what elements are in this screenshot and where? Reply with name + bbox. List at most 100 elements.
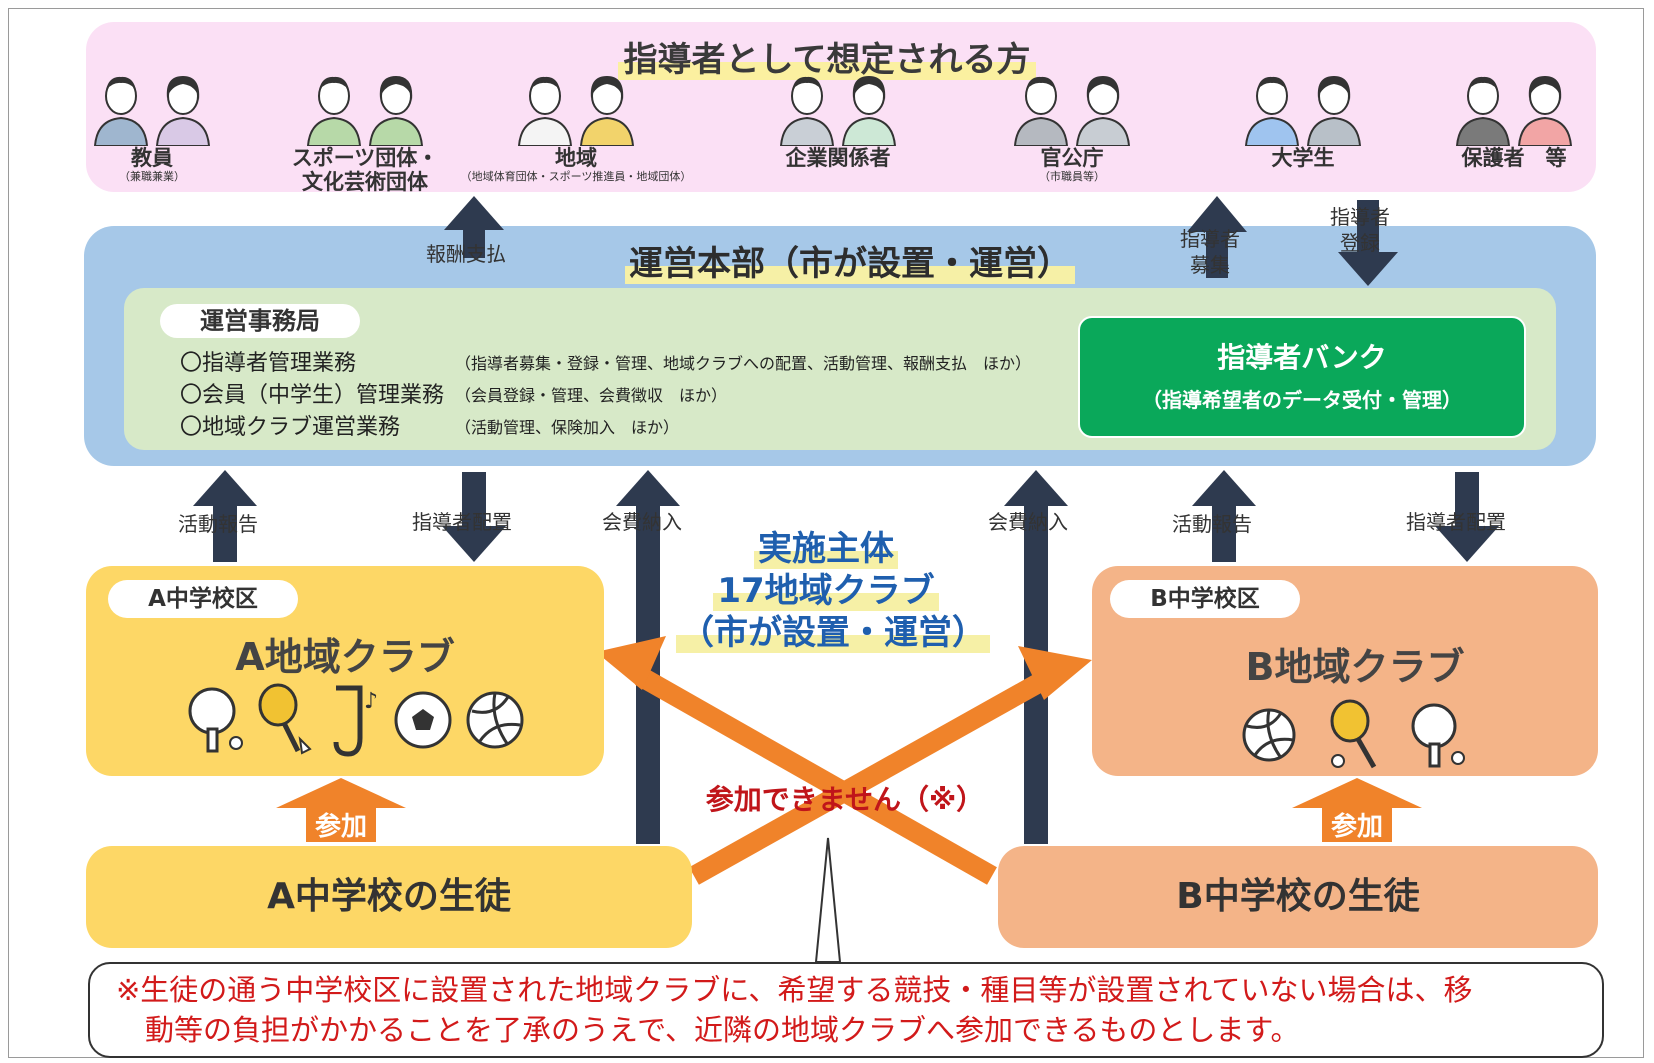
zone-a-tag: A中学校区 [108, 580, 298, 618]
main-body-line1: 実施主体 [754, 529, 898, 569]
candidate-label: 教員 [131, 146, 173, 170]
join-b-arrow [1292, 778, 1422, 842]
instructor-bank: 指導者バンク （指導希望者のデータ受付・管理） [1078, 316, 1526, 438]
main-body-line3: （市が設置・運営） [676, 613, 990, 653]
join-a-arrow [276, 778, 406, 842]
main-body-label: 実施主体 17地域クラブ （市が設置・運営） [676, 528, 990, 654]
task-member-management: 〇会員（中学生）管理業務 [180, 383, 445, 408]
instructor-bank-sub: （指導希望者のデータ受付・管理） [1142, 388, 1462, 412]
assign-a-arrow [442, 472, 506, 562]
reward-payment-label: 報酬支払 [426, 242, 506, 266]
person-icon [1306, 76, 1362, 146]
candidate-group-5: 官公庁（市職員等） [982, 68, 1162, 183]
people-icons [982, 68, 1162, 146]
join-b-label: 参加 [1330, 812, 1383, 842]
task-instructor-management: 〇指導者管理業務 [180, 351, 357, 376]
club-b-icons [1240, 699, 1470, 770]
candidate-sublabel: （市職員等） [1039, 170, 1105, 183]
soccer-ball-icon [394, 691, 452, 749]
cannot-join-label: 参加できません（※） [705, 783, 985, 816]
candidate-group-2: スポーツ団体・ 文化芸術団体 [275, 68, 455, 194]
notice-text: ※生徒の通う中学校区に設置された地域クラブに、希望する競技・種目等が設置されてい… [116, 973, 1473, 1047]
person-icon [1244, 76, 1300, 146]
activity-report-b-arrow [1192, 470, 1256, 562]
notice-pointer [814, 837, 842, 963]
zone-b-tag: B中学校区 [1110, 580, 1300, 618]
people-icons [1424, 68, 1604, 146]
candidate-group-4: 企業関係者 [748, 68, 928, 170]
candidate-group-6: 大学生 [1213, 68, 1393, 170]
students-a-label: A中学校の生徒 [267, 876, 511, 917]
cross-arrow-b-to-a [596, 636, 997, 885]
candidate-label: 地域 [555, 146, 597, 170]
people-icons [62, 68, 242, 146]
activity-report-a-arrow [193, 470, 257, 562]
task-club-operation-note: （活動管理、保険加入 ほか） [455, 418, 680, 437]
person-icon [306, 76, 362, 146]
club-a-name: A地域クラブ [235, 635, 455, 679]
reward-payment-arrow [444, 196, 504, 258]
person-icon [841, 76, 897, 146]
person-icon [779, 76, 835, 146]
person-icon [1517, 76, 1573, 146]
recruit-arrow [1187, 196, 1247, 278]
students-b-label: B中学校の生徒 [1176, 876, 1420, 917]
assign-b-label: 指導者配置 [1406, 510, 1506, 534]
tennis-icon [1330, 699, 1377, 769]
assign-a-label: 指導者配置 [412, 510, 512, 534]
task-member-management-note: （会員登録・管理、会費徴収 ほか） [455, 386, 728, 405]
svg-text:♪: ♪ [364, 689, 378, 714]
candidate-label: 官公庁 [1040, 146, 1104, 170]
person-icon [1013, 76, 1069, 146]
candidate-label: 企業関係者 [785, 146, 891, 170]
activity-report-a-label: 活動報告 [178, 512, 258, 536]
candidate-sublabel: （兼職兼業） [119, 170, 185, 183]
badminton-icon [258, 683, 312, 755]
people-icons [486, 68, 666, 146]
register-arrow [1338, 200, 1398, 286]
fee-b-label: 会費納入 [988, 510, 1068, 534]
table-tennis-icon [188, 687, 243, 753]
candidate-group-7: 保護者 等 [1424, 68, 1604, 170]
candidate-group-1: 教員（兼職兼業） [62, 68, 242, 183]
main-body-line2: 17地域クラブ [713, 571, 939, 611]
cross-arrow-a-to-b [689, 646, 1092, 885]
office-tag: 運営事務局 [160, 304, 360, 338]
candidate-label: 大学生 [1271, 146, 1335, 170]
assign-b-arrow [1435, 472, 1499, 562]
table-tennis-icon [1411, 703, 1465, 768]
volleyball-icon [466, 691, 524, 749]
club-b-name: B地域クラブ [1245, 645, 1465, 689]
saxophone-icon: ♪ [333, 685, 378, 757]
instructor-bank-title: 指導者バンク [1217, 341, 1387, 374]
person-icon [93, 76, 149, 146]
candidate-label: スポーツ団体・ 文化芸術団体 [291, 146, 439, 194]
register-label: 指導者 登録 [1330, 205, 1390, 255]
students-a-panel: A中学校の生徒 [86, 846, 692, 948]
person-icon [517, 76, 573, 146]
instructor-candidates-title: 指導者として想定される方 [0, 32, 1654, 81]
fee-a-label: 会費納入 [602, 510, 682, 534]
task-instructor-management-note: （指導者募集・登録・管理、地域クラブへの配置、活動管理、報酬支払 ほか） [455, 354, 1032, 373]
candidate-group-3: 地域（地域体育団体・スポーツ推進員・地域団体） [461, 68, 691, 183]
activity-report-b-label: 活動報告 [1172, 512, 1252, 536]
students-b-panel: B中学校の生徒 [998, 846, 1598, 948]
people-icons [748, 68, 928, 146]
task-club-operation: 〇地域クラブ運営業務 [180, 415, 401, 440]
volleyball-icon [1242, 708, 1296, 762]
club-a-icons: ♪ [186, 680, 526, 760]
person-icon [1075, 76, 1131, 146]
person-icon [155, 76, 211, 146]
people-icons [1213, 68, 1393, 146]
person-icon [1455, 76, 1511, 146]
person-icon [368, 76, 424, 146]
person-icon [579, 76, 635, 146]
people-icons [275, 68, 455, 146]
recruit-label: 指導者 募集 [1180, 227, 1240, 277]
headquarters-title: 運営本部（市が設置・運営） [620, 236, 1080, 285]
join-a-label: 参加 [314, 812, 367, 842]
notice-box: ※生徒の通う中学校区に設置された地域クラブに、希望する競技・種目等が設置されてい… [88, 962, 1604, 1058]
candidate-sublabel: （地域体育団体・スポーツ推進員・地域団体） [460, 170, 692, 183]
candidate-label: 保護者 等 [1461, 146, 1567, 170]
